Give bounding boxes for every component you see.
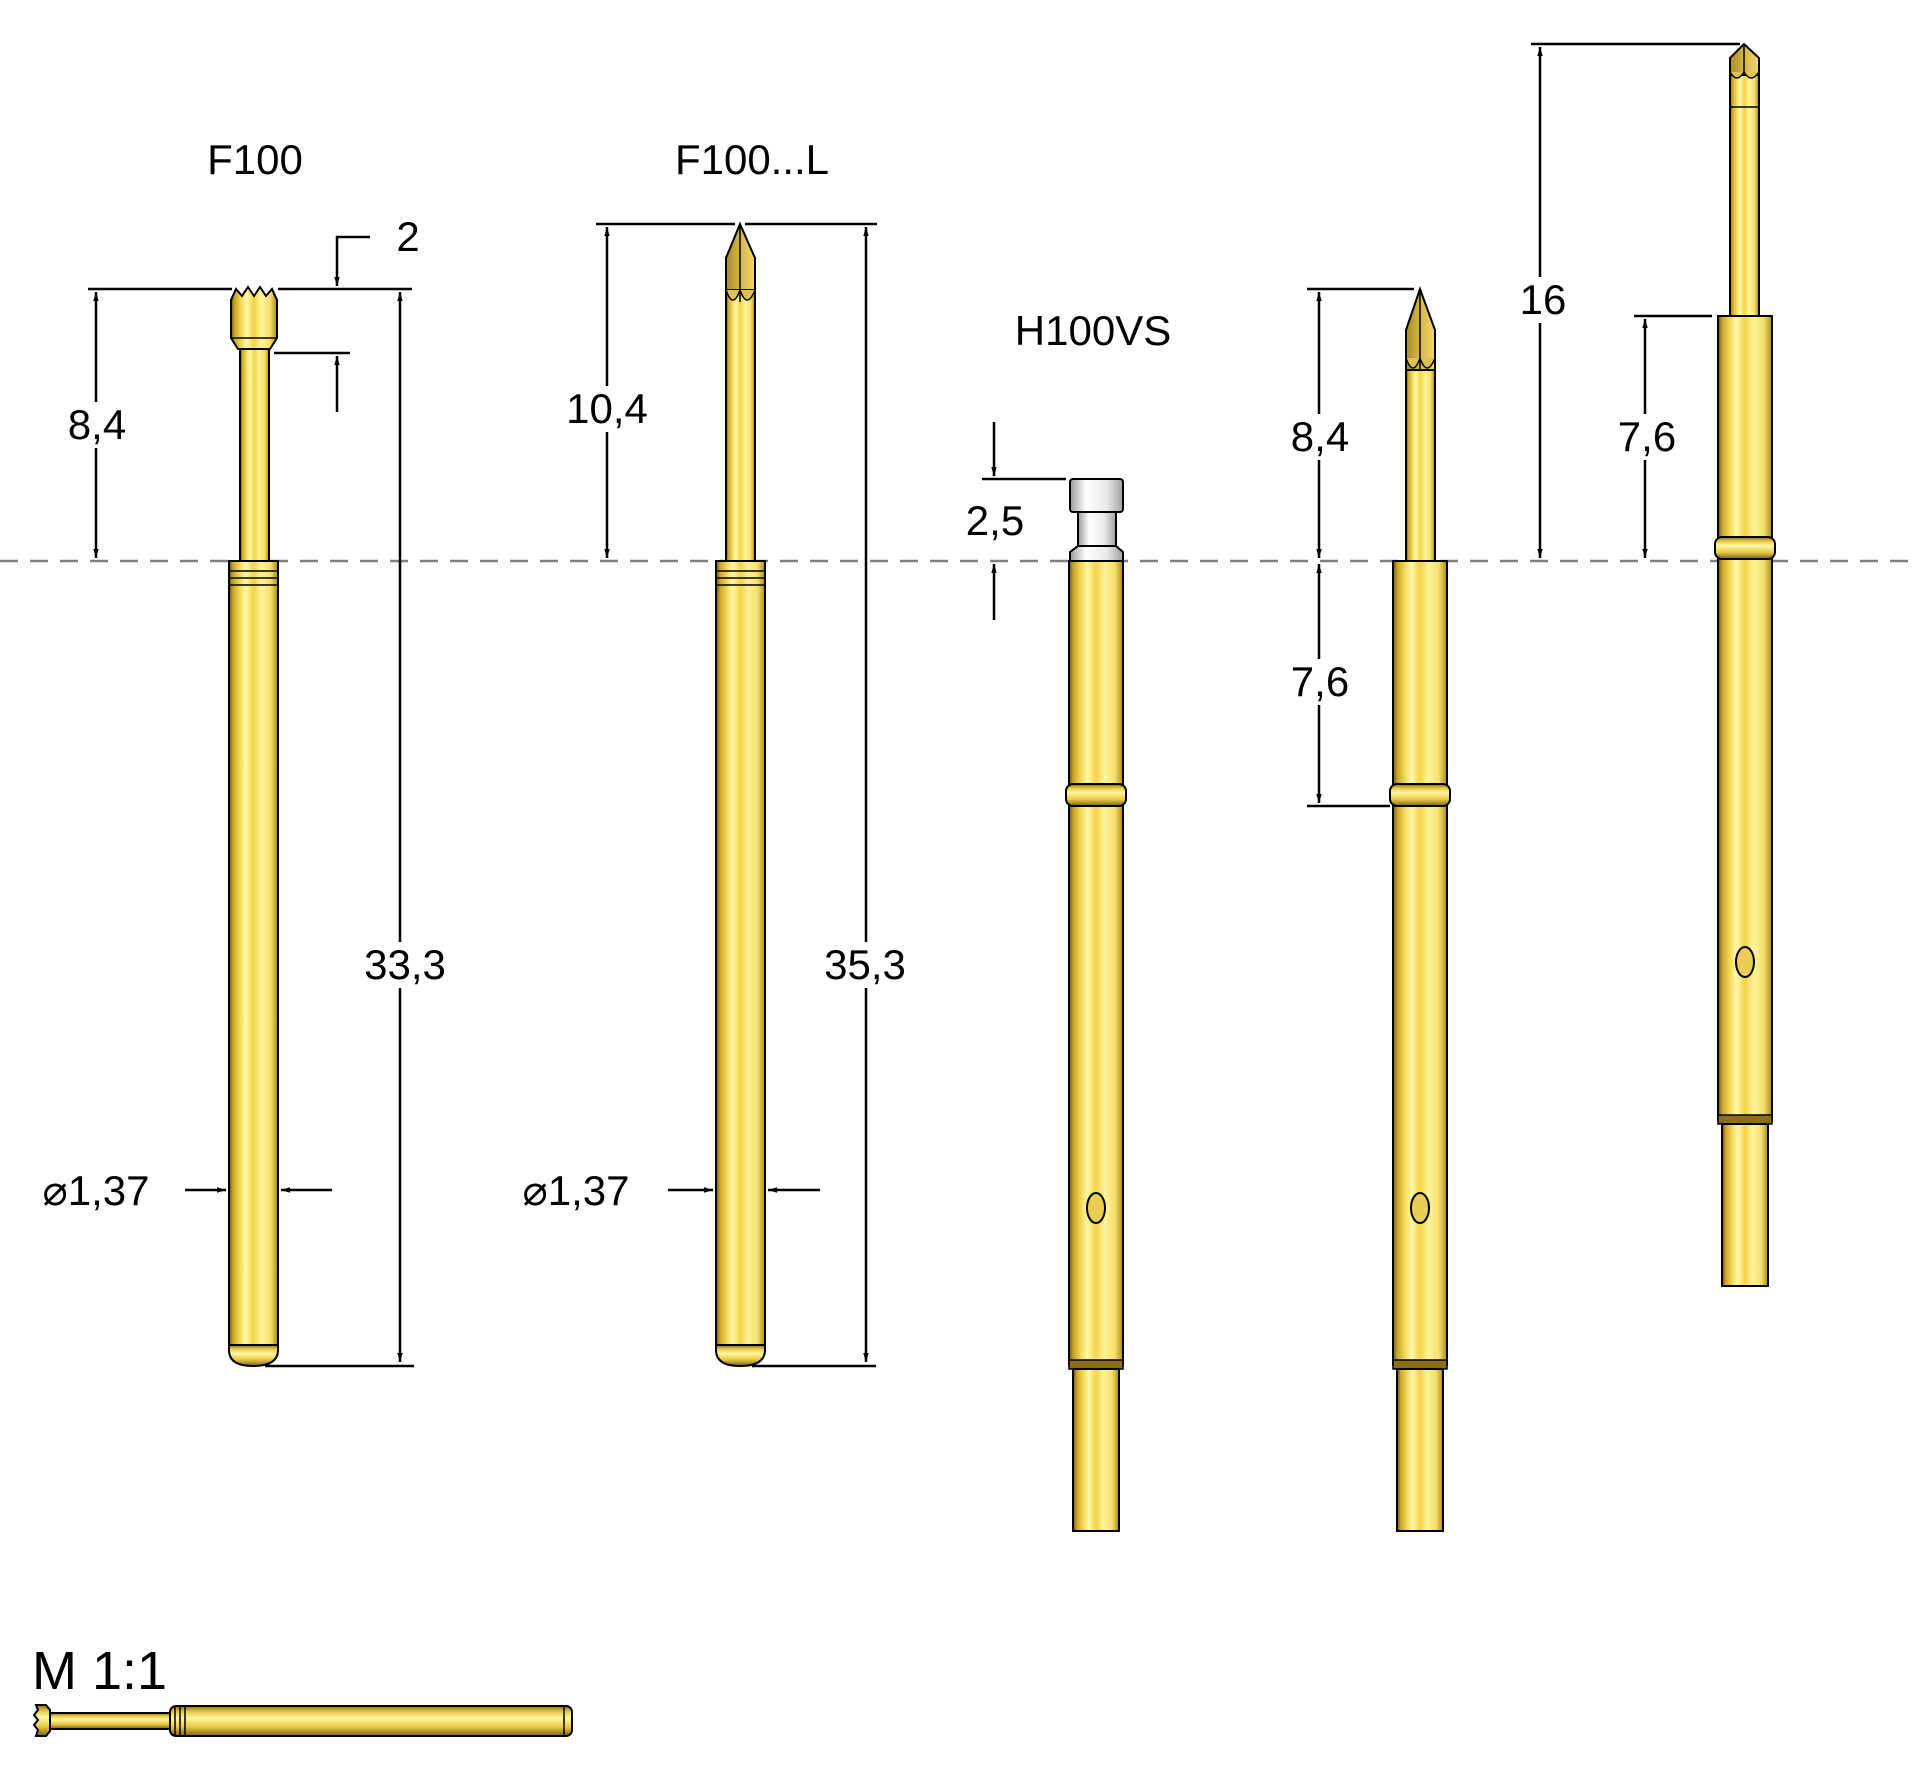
dim-h100vs-cap: 2,5 bbox=[965, 497, 1025, 544]
probe-h100vs bbox=[1065, 478, 1127, 1532]
dim-f100-plunger: 8,4 bbox=[67, 401, 127, 448]
h100vs-dimensions bbox=[982, 422, 1066, 620]
dim-probe5-plunger: 16 bbox=[1519, 276, 1567, 323]
probe-4 bbox=[1389, 286, 1451, 1532]
dim-probe4-ring-offset: 7,6 bbox=[1290, 658, 1350, 705]
scale-probe-1to1 bbox=[32, 1704, 573, 1737]
dim-probe4-plunger: 8,4 bbox=[1290, 413, 1350, 460]
probe-title-f100: F100 bbox=[207, 136, 303, 183]
probe-title-f100-l: F100...L bbox=[674, 136, 830, 183]
probe-5 bbox=[1714, 42, 1776, 1287]
dim-f100-diameter: ⌀1,37 bbox=[42, 1167, 150, 1214]
dim-probe5-barrel-offset: 7,6 bbox=[1617, 413, 1677, 460]
scale-label: M 1:1 bbox=[32, 1641, 168, 1701]
dim-f100-tip: 2 bbox=[396, 213, 420, 260]
probe-title-h100vs: H100VS bbox=[1014, 307, 1172, 354]
probe-f100-l bbox=[715, 221, 766, 1368]
dim-f100-l-total: 35,3 bbox=[824, 941, 906, 988]
dim-f100-l-diameter: ⌀1,37 bbox=[522, 1167, 630, 1214]
probe-f100 bbox=[228, 285, 279, 1368]
dim-f100-l-plunger: 10,4 bbox=[566, 385, 648, 432]
dim-f100-total: 33,3 bbox=[364, 941, 446, 988]
f100-dimensions bbox=[88, 235, 414, 1368]
